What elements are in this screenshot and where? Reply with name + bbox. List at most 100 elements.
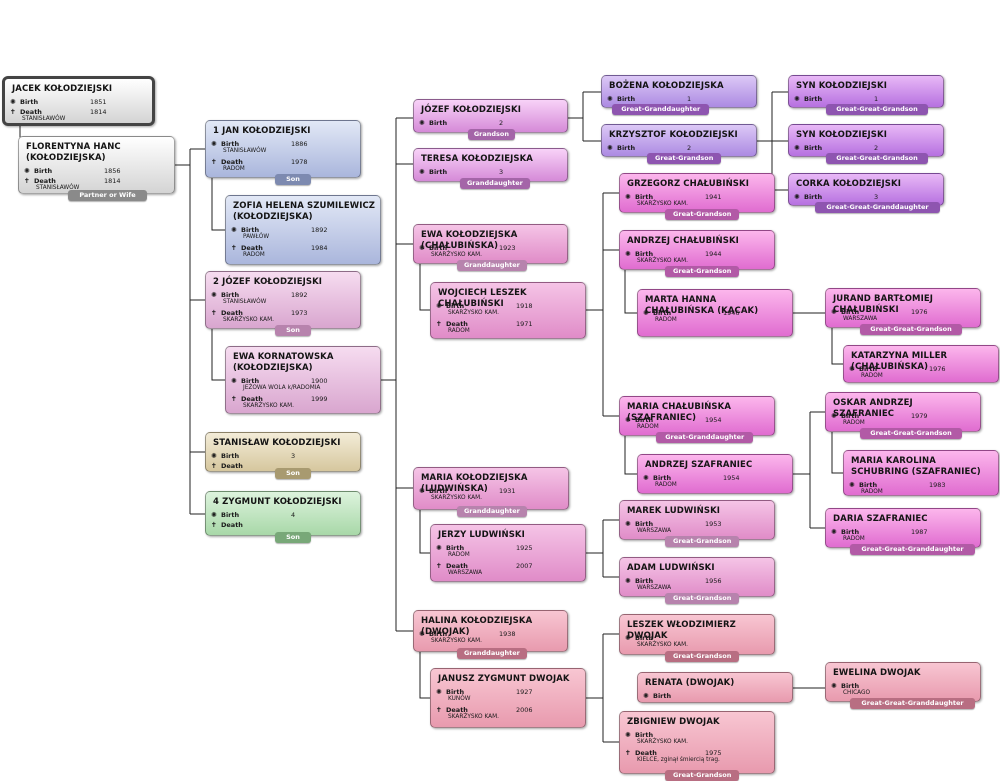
birth-icon: ✺ xyxy=(831,412,837,420)
birth-year: 1925 xyxy=(516,544,533,552)
person-card-zofia[interactable]: ZOFIA HELENA SZUMILEWICZ (KOŁODZIEJSKA)✺… xyxy=(225,195,381,265)
birth-icon: ✺ xyxy=(211,511,217,519)
birth-year: 3 xyxy=(291,452,296,460)
birth-year: 1 xyxy=(687,95,692,103)
person-name: JERZY LUDWIŃSKI xyxy=(438,530,525,540)
death-label: Death xyxy=(221,521,243,529)
death-label: Death xyxy=(241,244,263,252)
birth-label: Birth xyxy=(841,308,860,316)
person-card-mariak[interactable]: MARIA KAROLINA SCHUBRING (SZAFRANIEC)✺Bi… xyxy=(843,450,999,496)
birth-icon: ✺ xyxy=(419,630,425,638)
birth-year: 2 xyxy=(874,144,879,152)
birth-year: 1953 xyxy=(705,520,722,528)
birth-label: Birth xyxy=(429,630,448,638)
death-label: Death xyxy=(20,108,42,116)
birth-year: 1931 xyxy=(499,487,516,495)
birth-year: 1 xyxy=(874,95,879,103)
birth-label: Birth xyxy=(446,302,465,310)
birth-place: WARSZAWA xyxy=(843,316,878,322)
birth-icon: ✺ xyxy=(625,577,631,585)
birth-year: 1923 xyxy=(499,244,516,252)
person-name: LESZEK WŁODZIMIERZ DWOJAK xyxy=(627,620,736,641)
death-label: Death xyxy=(635,749,657,757)
connector xyxy=(831,328,843,365)
birth-year: 1946 xyxy=(723,309,740,317)
person-card-renata[interactable]: RENATA (DWOJAK)✺Birth xyxy=(637,672,793,703)
birth-label: Birth xyxy=(635,634,654,642)
relationship-badge: Great-Great-Granddaughter xyxy=(850,544,975,555)
birth-icon: ✺ xyxy=(831,308,837,316)
birth-icon: ✺ xyxy=(625,731,631,739)
death-year: 2007 xyxy=(516,562,533,570)
relationship-badge: Great-Great-Grandson xyxy=(860,324,962,335)
person-name: ADAM LUDWIŃSKI xyxy=(627,563,715,573)
birth-label: Birth xyxy=(34,167,53,175)
birth-place: KUNÓW xyxy=(448,696,471,702)
relationship-badge: Great-Great-Granddaughter xyxy=(815,202,940,213)
birth-label: Birth xyxy=(859,481,878,489)
person-name: RENATA (DWOJAK) xyxy=(645,678,735,688)
person-name: JANUSZ ZYGMUNT DWOJAK xyxy=(438,674,570,684)
birth-place: RADOM xyxy=(637,424,659,430)
birth-year: 4 xyxy=(291,511,296,519)
birth-year: 1976 xyxy=(911,308,928,316)
death-label: Death xyxy=(221,309,243,317)
person-name: JÓZEF KOŁODZIEJSKI xyxy=(421,105,521,115)
person-name: STANISŁAW KOŁODZIEJSKI xyxy=(213,438,341,448)
birth-year: 1927 xyxy=(516,688,533,696)
person-name: SYN KOŁODZIEJSKI xyxy=(796,81,887,91)
death-place: WARSZAWA xyxy=(448,570,483,576)
cross-icon: ✝ xyxy=(211,158,217,166)
birth-place: RADOM xyxy=(655,317,677,323)
birth-icon: ✺ xyxy=(643,474,649,482)
birth-year: 1956 xyxy=(705,577,722,585)
birth-label: Birth xyxy=(221,291,240,299)
person-name: BOŻENA KOŁODZIEJSKA xyxy=(609,81,724,91)
birth-year: 1900 xyxy=(311,377,328,385)
